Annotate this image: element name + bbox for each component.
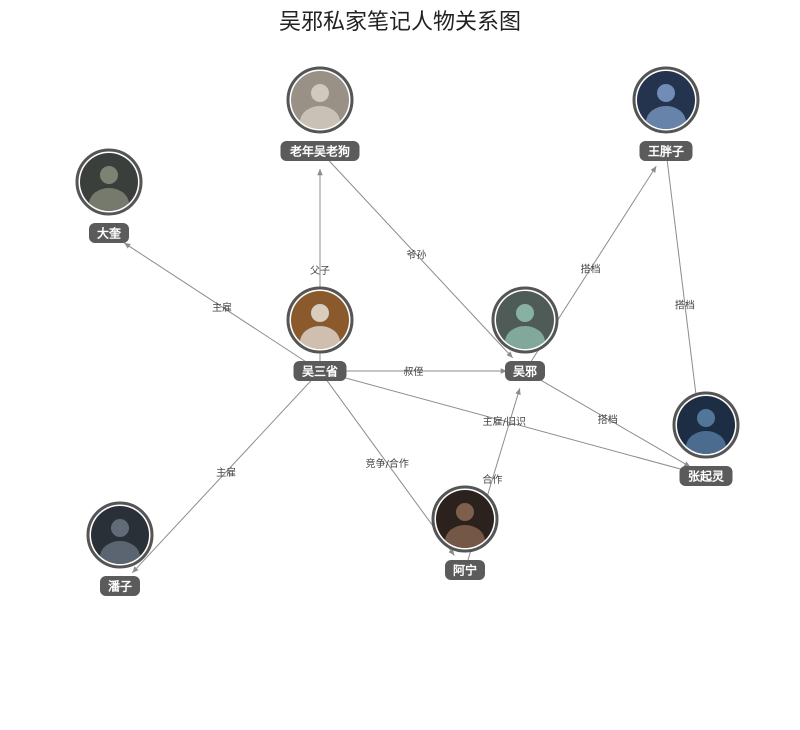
edge-line: [319, 370, 689, 473]
edge-line: [524, 370, 691, 468]
edge-label: 叔侄: [404, 365, 424, 378]
edge-label: 主雇/旧识: [483, 415, 526, 428]
avatar-photo: [291, 291, 349, 349]
edge-wusanxing-panzi: 主雇: [131, 370, 321, 574]
edge-label: 爷孙: [406, 248, 426, 261]
edge-label: 搭档: [675, 299, 695, 312]
node-label-bg: [639, 141, 693, 161]
node-wusanxing[interactable]: 吴三省: [286, 286, 354, 381]
node-name: 老年吴老狗: [290, 144, 350, 159]
avatar-photo: [677, 396, 735, 454]
node-label-bg: [679, 466, 733, 486]
avatar-photo: [291, 71, 349, 129]
diagram-title: 吴邪私家笔记人物关系图: [278, 10, 521, 35]
edge-label: 竞争/合作: [366, 457, 409, 470]
edge-label: 合作: [482, 473, 502, 486]
edge-wusanxing-wuxie: 叔侄: [320, 365, 507, 378]
edge-label: 父子: [310, 265, 330, 277]
node-label-bg: [280, 141, 360, 161]
node-label-bg: [100, 576, 140, 596]
avatar-photo: [80, 153, 138, 211]
node-name: 潘子: [108, 579, 132, 594]
edge-label: 搭档: [598, 413, 618, 426]
node-name: 阿宁: [453, 563, 477, 578]
edge-label: 主雇: [212, 301, 232, 314]
node-wuxie[interactable]: 吴邪: [491, 286, 559, 381]
node-name: 吴三省: [302, 364, 338, 379]
node-wangpang[interactable]: 王胖子: [632, 66, 700, 161]
edge-wusanxing-zhangqiling: 主雇/旧识: [319, 370, 689, 473]
node-laowu[interactable]: 老年吴老狗: [280, 66, 360, 161]
edge-laowu-wuxie: 爷孙: [319, 150, 514, 359]
avatar-photo: [91, 506, 149, 564]
node-panzi[interactable]: 潘子: [86, 501, 154, 596]
node-name: 大奎: [97, 226, 122, 241]
node-label-bg: [89, 223, 129, 243]
node-zhangqiling[interactable]: 张起灵: [672, 391, 740, 486]
avatar-photo: [436, 490, 494, 548]
node-name: 张起灵: [688, 469, 725, 484]
edge-line: [131, 370, 321, 574]
edge-label: 搭档: [581, 263, 601, 276]
edge-label: 主雇: [216, 466, 236, 479]
node-dakui[interactable]: 大奎: [75, 148, 143, 243]
avatar-photo: [637, 71, 695, 129]
node-label-bg: [505, 361, 545, 381]
node-label-bg: [293, 361, 347, 381]
edge-line: [123, 242, 321, 372]
edge-wuxie-zhangqiling: 搭档: [524, 370, 691, 468]
avatar-photo: [496, 291, 554, 349]
node-aning[interactable]: 阿宁: [431, 485, 499, 580]
node-label-bg: [445, 560, 485, 580]
edge-line: [319, 150, 514, 359]
node-name: 吴邪: [513, 365, 537, 379]
edge-wusanxing-dakui: 主雇: [123, 242, 321, 372]
node-name: 王胖子: [648, 144, 684, 159]
